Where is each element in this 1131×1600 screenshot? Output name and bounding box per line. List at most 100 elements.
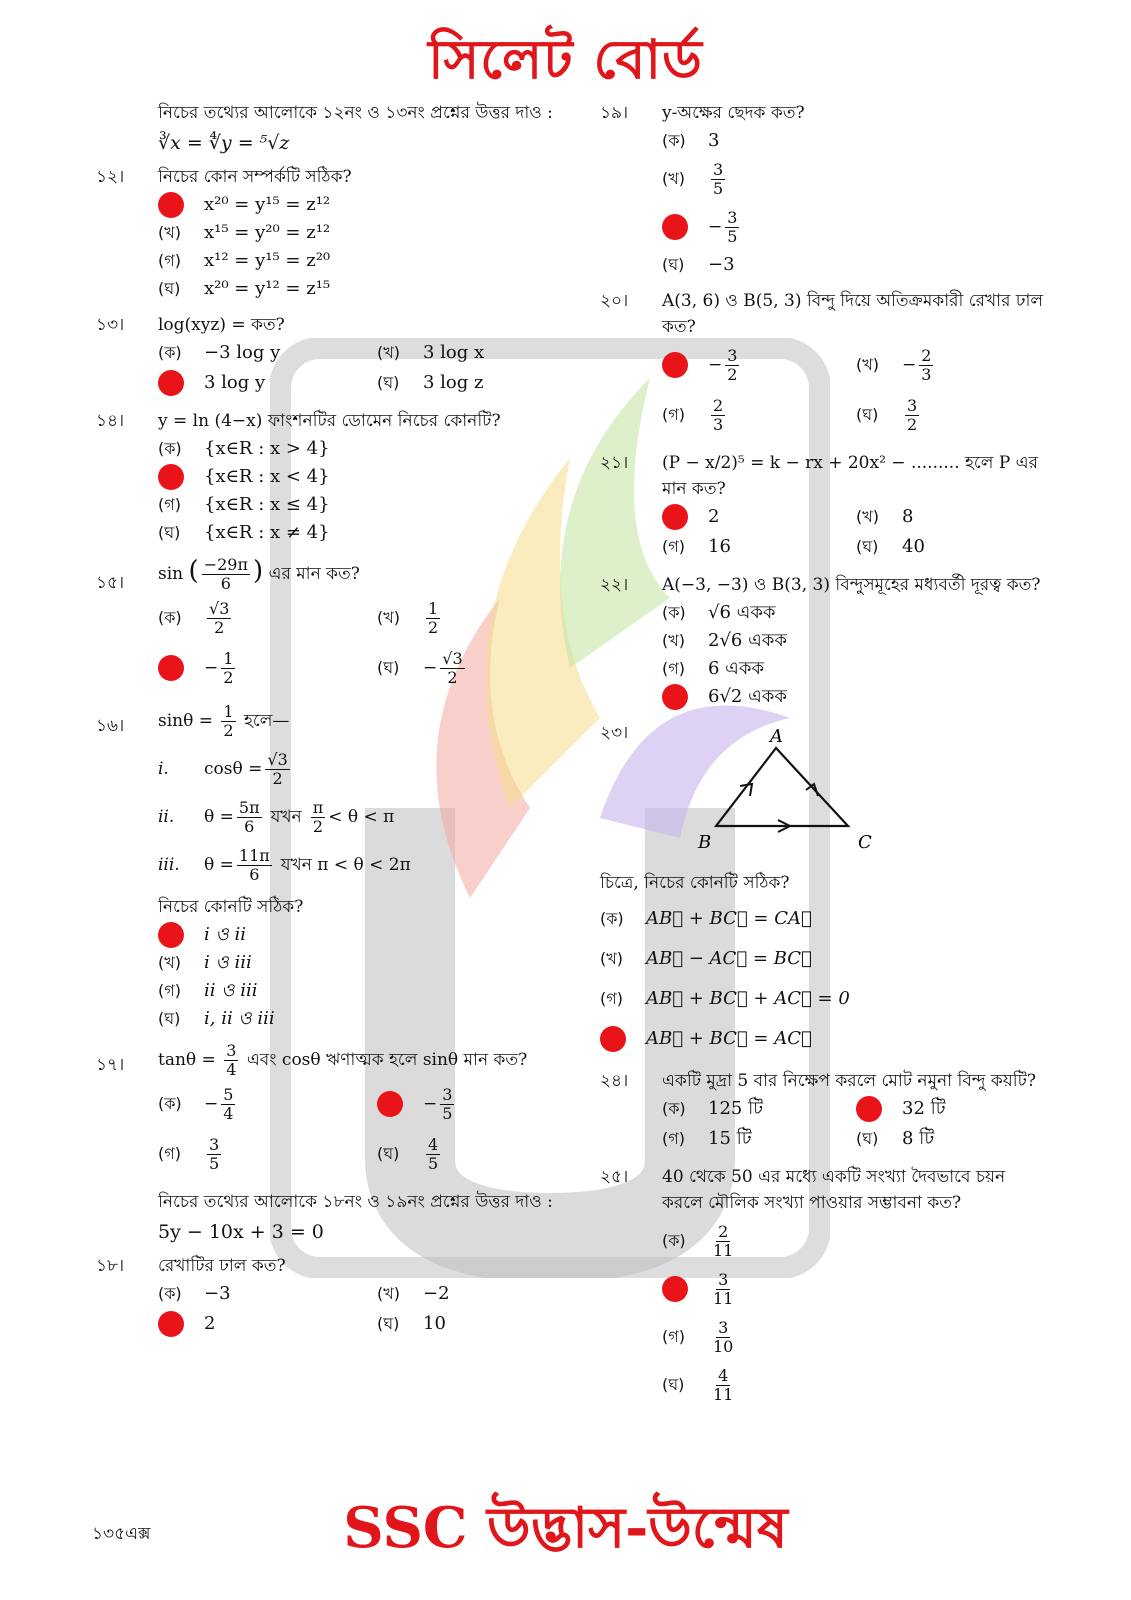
option-b[interactable]: (খ)i ও iii: [158, 950, 596, 976]
option-b[interactable]: {x∈R : x < 4}: [158, 464, 596, 490]
question-number: ২৩।: [600, 723, 629, 743]
option-label: (ঘ): [377, 1314, 400, 1333]
question-text: নিচের কোন সম্পর্কটি সঠিক?: [158, 167, 352, 187]
option-a[interactable]: i ও ii: [158, 922, 596, 948]
denominator: 6: [249, 864, 260, 884]
option-b[interactable]: (খ)AB⃗ − AC⃗ = BC⃗: [600, 940, 1050, 978]
option-d[interactable]: (ঘ)i, ii ও iii: [158, 1006, 596, 1032]
option-d[interactable]: (ঘ)40: [856, 534, 1050, 560]
option-a[interactable]: (ক)−3: [158, 1281, 377, 1307]
option-b[interactable]: 32 টি: [856, 1096, 1050, 1122]
option-label: (গ): [662, 537, 685, 556]
numerator: 4: [716, 1365, 731, 1386]
denominator: 5: [209, 1153, 220, 1173]
option-label: (ঘ): [856, 1129, 879, 1148]
option-d[interactable]: (ঘ) 8 টি: [856, 1126, 1050, 1152]
option-d[interactable]: (ঘ)x²⁰ = y¹² = z¹⁵: [158, 276, 596, 302]
option-d[interactable]: 6√2 একক: [662, 684, 1050, 710]
numerator: −29π: [201, 555, 250, 575]
stem-suffix: হলে—: [244, 711, 290, 731]
option-a[interactable]: (ক)AB⃗ + BC⃗ = CA⃗: [600, 900, 1050, 938]
option-c[interactable]: (গ)ii ও iii: [158, 978, 596, 1004]
option-value: 3 log y: [204, 372, 266, 393]
option-value: 8 টি: [902, 1128, 935, 1149]
statement-when: যখন: [270, 807, 302, 827]
question-number: ১৪।: [96, 411, 125, 431]
triangle-figure: A B C: [697, 726, 872, 853]
option-c[interactable]: 2: [158, 1311, 377, 1337]
numerator: 11π: [236, 845, 272, 866]
option-d[interactable]: (ঘ)−3: [662, 252, 1050, 278]
question-text: A(−3, −3) ও B(3, 3) বিন্দুসমূহের মধ্যবর্…: [662, 575, 1041, 595]
info-12-13: নিচের তথ্যের আলোকে ১২নং ও ১৩নং প্রশ্নের …: [158, 103, 553, 123]
option-c[interactable]: (গ){x∈R : x ≤ 4}: [158, 492, 596, 518]
question-number: ১৭।: [96, 1055, 125, 1075]
stem-lhs: tanθ =: [158, 1050, 216, 1070]
option-c[interactable]: (গ)6 একক: [662, 656, 1050, 682]
option-a[interactable]: x²⁰ = y¹⁵ = z¹²: [158, 192, 596, 218]
option-a[interactable]: (ক)3: [662, 128, 1050, 154]
option-d[interactable]: AB⃗ + BC⃗ = AC⃗: [600, 1020, 1050, 1058]
option-value: 6 একক: [708, 658, 765, 679]
option-d[interactable]: (ঘ)3 log z: [377, 370, 596, 396]
option-b[interactable]: (খ)2√6 একক: [662, 628, 1050, 654]
option-c[interactable]: (গ)x¹² = y¹⁵ = z²⁰: [158, 248, 596, 274]
option-a[interactable]: 2: [662, 504, 856, 530]
options-row: (গ)15 টি (ঘ) 8 টি: [662, 1124, 1050, 1154]
answer-mark: [856, 1096, 882, 1122]
denominator: 5: [428, 1153, 439, 1173]
denominator: 6: [244, 816, 255, 836]
option-a[interactable]: (ক)125 টি: [662, 1096, 856, 1122]
option-a[interactable]: (ক)−3 log y: [158, 340, 377, 366]
option-c[interactable]: 3 log y: [158, 370, 377, 396]
option-c[interactable]: (গ)15 টি: [662, 1126, 856, 1152]
option-b[interactable]: (খ)x¹⁵ = y²⁰ = z¹²: [158, 220, 596, 246]
option-b[interactable]: (খ)−2: [377, 1281, 596, 1307]
stem-lhs: sinθ =: [158, 711, 213, 731]
option-value: 10: [423, 1313, 446, 1334]
option-d[interactable]: (ঘ){x∈R : x ≠ 4}: [158, 520, 596, 546]
option-c[interactable]: (গ)16: [662, 534, 856, 560]
vertex-c: C: [858, 832, 872, 853]
option-b[interactable]: (খ)8: [856, 504, 1050, 530]
option-value: 3 log z: [423, 372, 484, 393]
option-d[interactable]: (ঘ) 10: [377, 1311, 596, 1337]
option-a[interactable]: (ক)√6 একক: [662, 600, 1050, 626]
option-label: (ঘ): [158, 523, 181, 542]
option-label: (খ): [377, 1284, 400, 1303]
option-c[interactable]: (গ)AB⃗ + BC⃗ + AC⃗ = 0: [600, 980, 1050, 1018]
option-b[interactable]: (খ)3 log x: [377, 340, 596, 366]
option-a[interactable]: (ক){x∈R : x > 4}: [158, 436, 596, 462]
option-label: (খ): [662, 631, 685, 650]
